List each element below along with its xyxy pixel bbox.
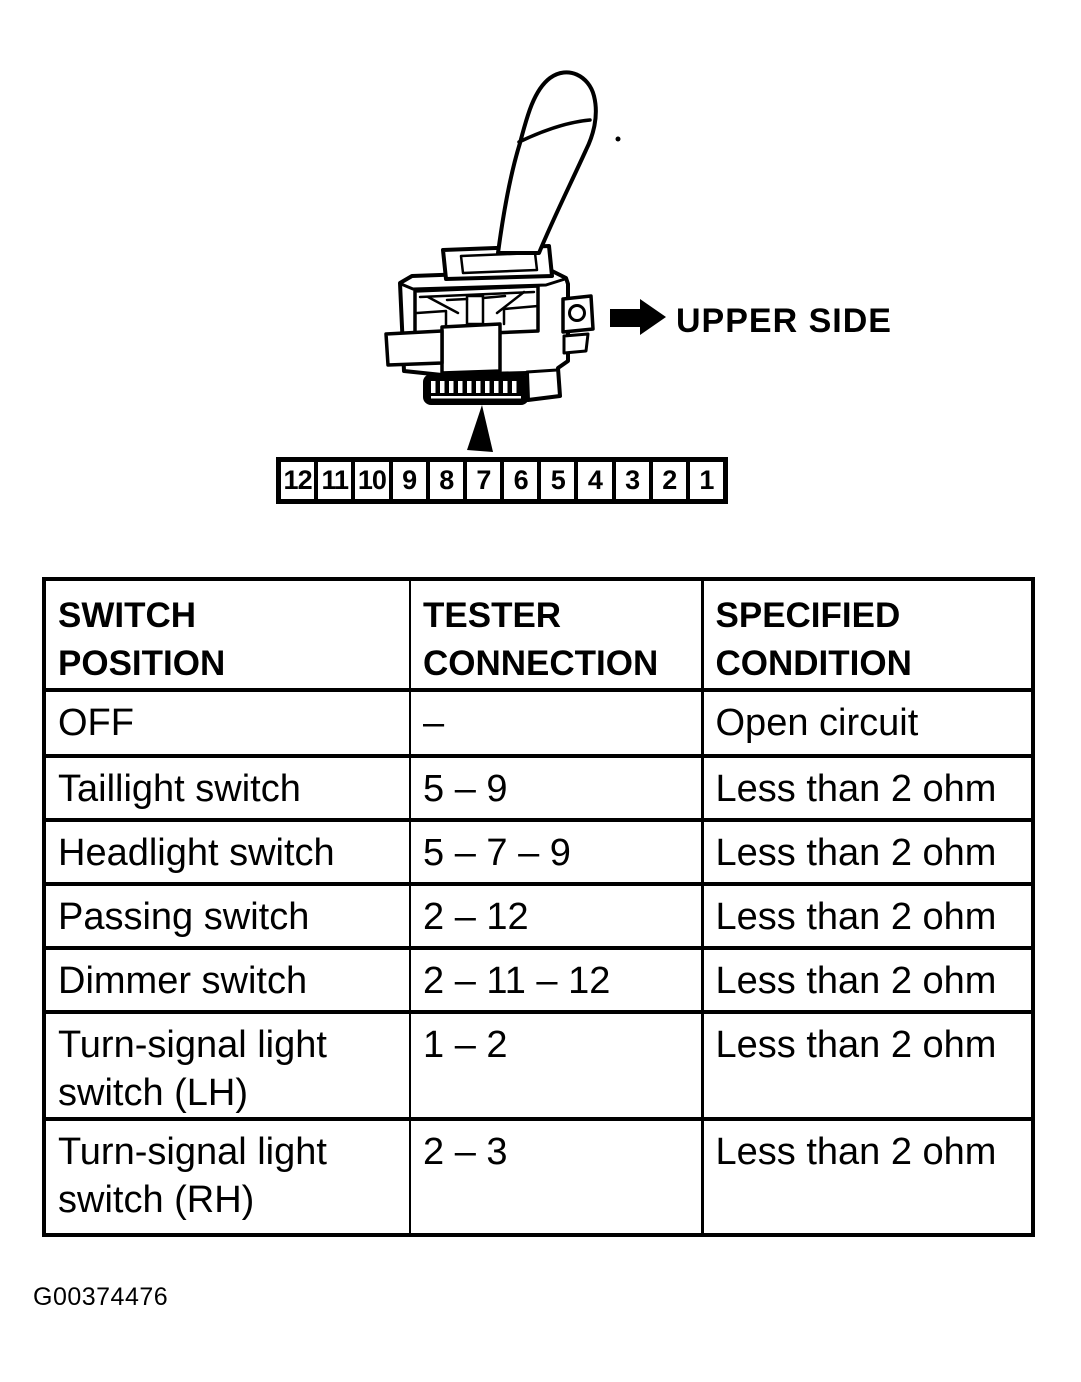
lever-knob-line — [517, 118, 592, 144]
table-row: Turn-signal light switch (RH) 2 – 3 Less… — [44, 1119, 1033, 1235]
cell-specified-condition: Less than 2 ohm — [702, 756, 1033, 822]
upper-side-label: UPPER SIDE — [676, 302, 892, 340]
cell-specified-condition: Less than 2 ohm — [702, 948, 1033, 1014]
slider-block — [440, 322, 502, 375]
header-specified-condition: SPECIFIED CONDITION — [702, 579, 1033, 692]
cell-tester-connection: 5 – 9 — [410, 756, 704, 822]
table-row: Turn-signal light switch (LH) 1 – 2 Less… — [44, 1012, 1033, 1121]
pin-cell: 9 — [392, 462, 426, 499]
pin-cell: 11 — [318, 462, 352, 499]
print-dot — [615, 136, 621, 142]
pin-cell: 2 — [652, 462, 686, 499]
upper-side-arrow-icon — [610, 299, 666, 335]
mechanism-line — [426, 295, 460, 315]
cell-specified-condition: Less than 2 ohm — [702, 820, 1033, 886]
cell-switch-position: Turn-signal light switch (RH) — [44, 1119, 411, 1235]
pin-cell: 5 — [541, 462, 575, 499]
pin-cell: 7 — [466, 462, 500, 499]
table-row: Passing switch 2 – 12 Less than 2 ohm — [44, 884, 1033, 950]
connector-pins-art — [431, 381, 521, 399]
header-tester-connection: TESTER CONNECTION — [410, 579, 704, 692]
left-mount-tab — [384, 329, 444, 367]
mechanism-pivot — [465, 294, 485, 326]
table-row: OFF – Open circuit — [44, 690, 1033, 758]
table-row: Taillight switch 5 – 9 Less than 2 ohm — [44, 756, 1033, 822]
pin-cell: 8 — [429, 462, 463, 499]
figure-id-caption: G00374476 — [33, 1283, 169, 1311]
cell-switch-position: Taillight switch — [44, 756, 411, 822]
cell-specified-condition: Less than 2 ohm — [702, 884, 1033, 950]
pin-cell: 1 — [689, 462, 723, 499]
cell-specified-condition: Less than 2 ohm — [715, 1131, 997, 1173]
switch-lever — [496, 70, 598, 255]
table-row: Headlight switch 5 – 7 – 9 Less than 2 o… — [44, 820, 1033, 886]
cell-tester-connection: – — [410, 690, 704, 758]
connector-pointer-arrow-icon — [467, 405, 493, 452]
cell-switch-position: Passing switch — [44, 884, 411, 950]
cell-tester-connection: 1 – 2 — [410, 1012, 704, 1121]
mechanism-wing — [445, 294, 507, 302]
connector-pinout-strip: 12 11 10 9 8 7 6 5 4 3 2 1 — [276, 457, 728, 504]
cell-tester-connection: 2 – 12 — [410, 884, 704, 950]
cell-switch-position: Turn-signal light switch (LH) — [44, 1012, 411, 1121]
pin-cell: 4 — [578, 462, 612, 499]
cell-switch-position: Dimmer switch — [44, 948, 411, 1014]
cell-switch-position: Headlight switch — [44, 820, 411, 886]
right-lower-tab — [562, 332, 590, 355]
mechanism-step-left — [415, 309, 448, 329]
cell-specified-condition: Open circuit — [702, 690, 1033, 758]
mechanism-line — [418, 290, 536, 299]
pin-cell: 12 — [281, 462, 315, 499]
continuity-spec-table: SWITCH POSITION TESTER CONNECTION SPECIF… — [42, 577, 1035, 1237]
table-row: Dimmer switch 2 – 11 – 12 Less than 2 oh… — [44, 948, 1033, 1014]
cell-specified-condition: Less than 2 ohm — [702, 1012, 1033, 1121]
cell-switch-position: OFF — [44, 690, 411, 758]
mechanism-step-right — [502, 304, 540, 326]
cell-tester-connection: 2 – 11 – 12 — [410, 948, 704, 1014]
mechanism-line — [495, 290, 526, 315]
combination-switch-illustration: UPPER SIDE — [384, 70, 892, 452]
cell-tester-connection: 2 – 3 — [410, 1119, 704, 1235]
header-row: SWITCH POSITION TESTER CONNECTION SPECIF… — [44, 579, 1033, 692]
pin-cell: 3 — [615, 462, 649, 499]
switch-body-bottom-edge — [525, 368, 559, 374]
header-switch-position: SWITCH POSITION — [44, 579, 411, 692]
cell-tester-connection: 5 – 7 – 9 — [410, 820, 704, 886]
pin-cell: 10 — [355, 462, 389, 499]
screw-hole — [568, 304, 586, 322]
pin-cell: 6 — [504, 462, 538, 499]
